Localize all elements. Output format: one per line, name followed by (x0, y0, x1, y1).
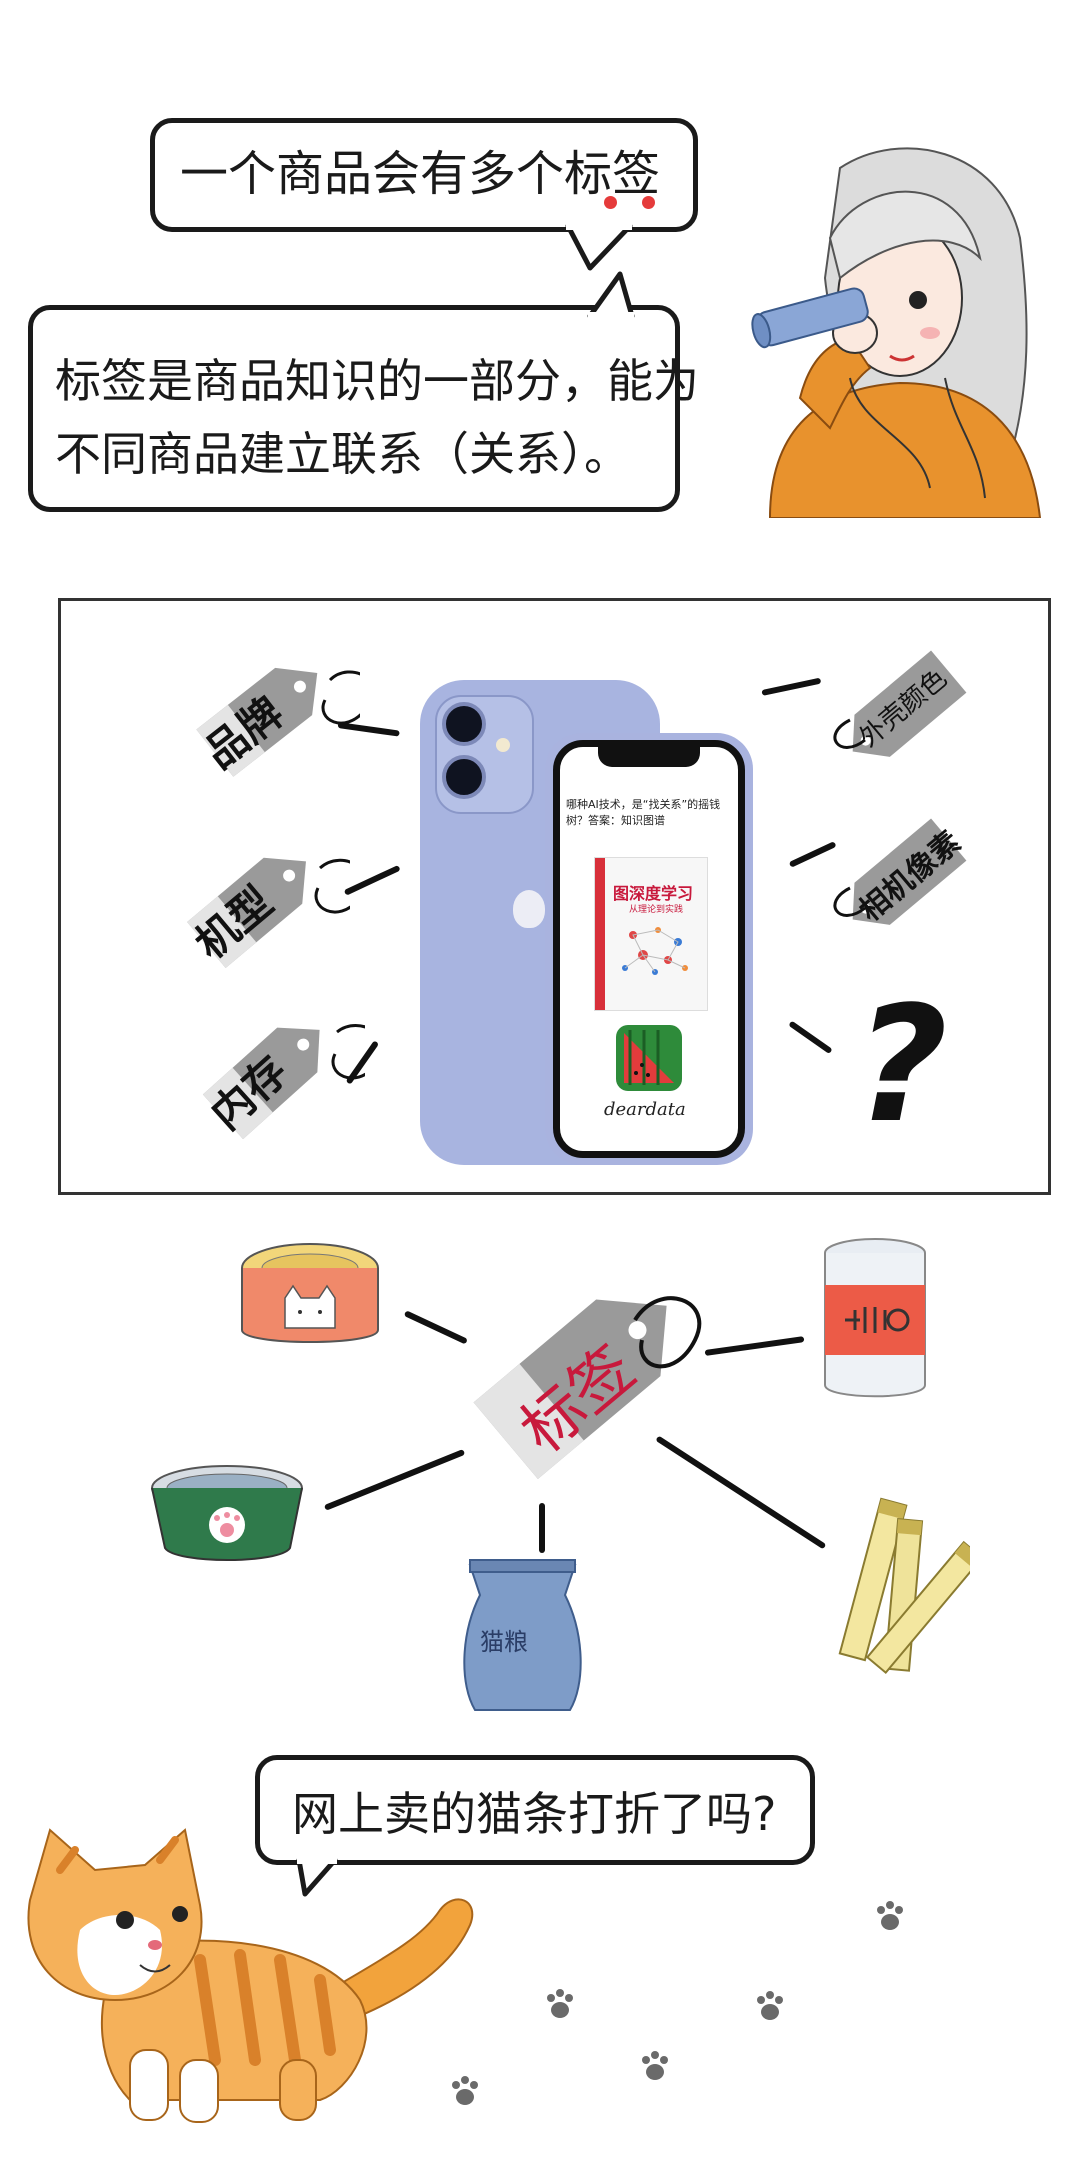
speech-bubble-top (150, 118, 698, 232)
book-title: 图深度学习 (613, 884, 694, 903)
tag-model-shape (187, 857, 350, 968)
bubble-tail-top (565, 224, 633, 271)
watermelon-app-icon (616, 1025, 682, 1091)
speech-bubble-main (28, 305, 680, 512)
screen-headline: 哪种AI技术，是“找关系”的摇钱树？答案：知识图谱 (566, 798, 721, 827)
speech-bubble-cat (255, 1755, 815, 1865)
bubble-main-line1: 标签是商品知识的一部分，能为 (55, 354, 699, 408)
connector-line (403, 1310, 468, 1345)
cat-treat-sticks-icon (838, 1497, 970, 1675)
orange-cat-illustration (27, 1828, 474, 2123)
cat-food-bag-icon (463, 1559, 582, 1711)
cat-bubble-text: 网上卖的猫条打折了吗? (292, 1787, 777, 1841)
camera-lens-icon (442, 702, 486, 746)
graph-network-icon (622, 927, 688, 975)
tag-brand-shape (196, 667, 360, 777)
fish-can-icon (824, 1238, 926, 1398)
tag-memory-shape (202, 1024, 365, 1140)
bubble-main-line2: 不同商品建立联系（关系）。 (55, 427, 630, 481)
camera-lens-icon (442, 755, 486, 799)
phone-tags-panel (58, 598, 1051, 1195)
tag-camera-shape (833, 818, 967, 925)
bubble-top-text: 一个商品会有多个标签 (180, 146, 661, 202)
bubble-tail-cat (296, 1858, 338, 1897)
bubble-tail-main (587, 271, 635, 320)
question-mark: ? (855, 971, 948, 1158)
book-subtitle: 从理论到实践 (629, 905, 684, 915)
flash-icon (496, 738, 510, 752)
cat-bowl-icon (151, 1465, 303, 1561)
paw-prints-decoration (452, 1901, 903, 2105)
center-tag-shape (473, 1296, 702, 1480)
tag-color-shape (833, 650, 967, 757)
red-dot-2 (642, 196, 655, 209)
app-brand-name: deardata (604, 1099, 686, 1120)
cat-food-can-icon (241, 1243, 379, 1343)
connector-line (539, 1503, 545, 1553)
girl-with-telescope-illustration (751, 147, 1042, 518)
cat-food-bag-label: 猫粮 (480, 1628, 528, 1656)
book-cover: 图深度学习 从理论到实践 (594, 857, 708, 1011)
notch (598, 747, 700, 767)
connector-line (323, 1449, 466, 1511)
phone-screen: 哪种AI技术，是“找关系”的摇钱树？答案：知识图谱 图深度学习 从理论到实践 d… (553, 740, 745, 1158)
red-dot-1 (604, 196, 617, 209)
apple-logo-icon (513, 890, 545, 928)
book-spine (595, 858, 605, 1010)
